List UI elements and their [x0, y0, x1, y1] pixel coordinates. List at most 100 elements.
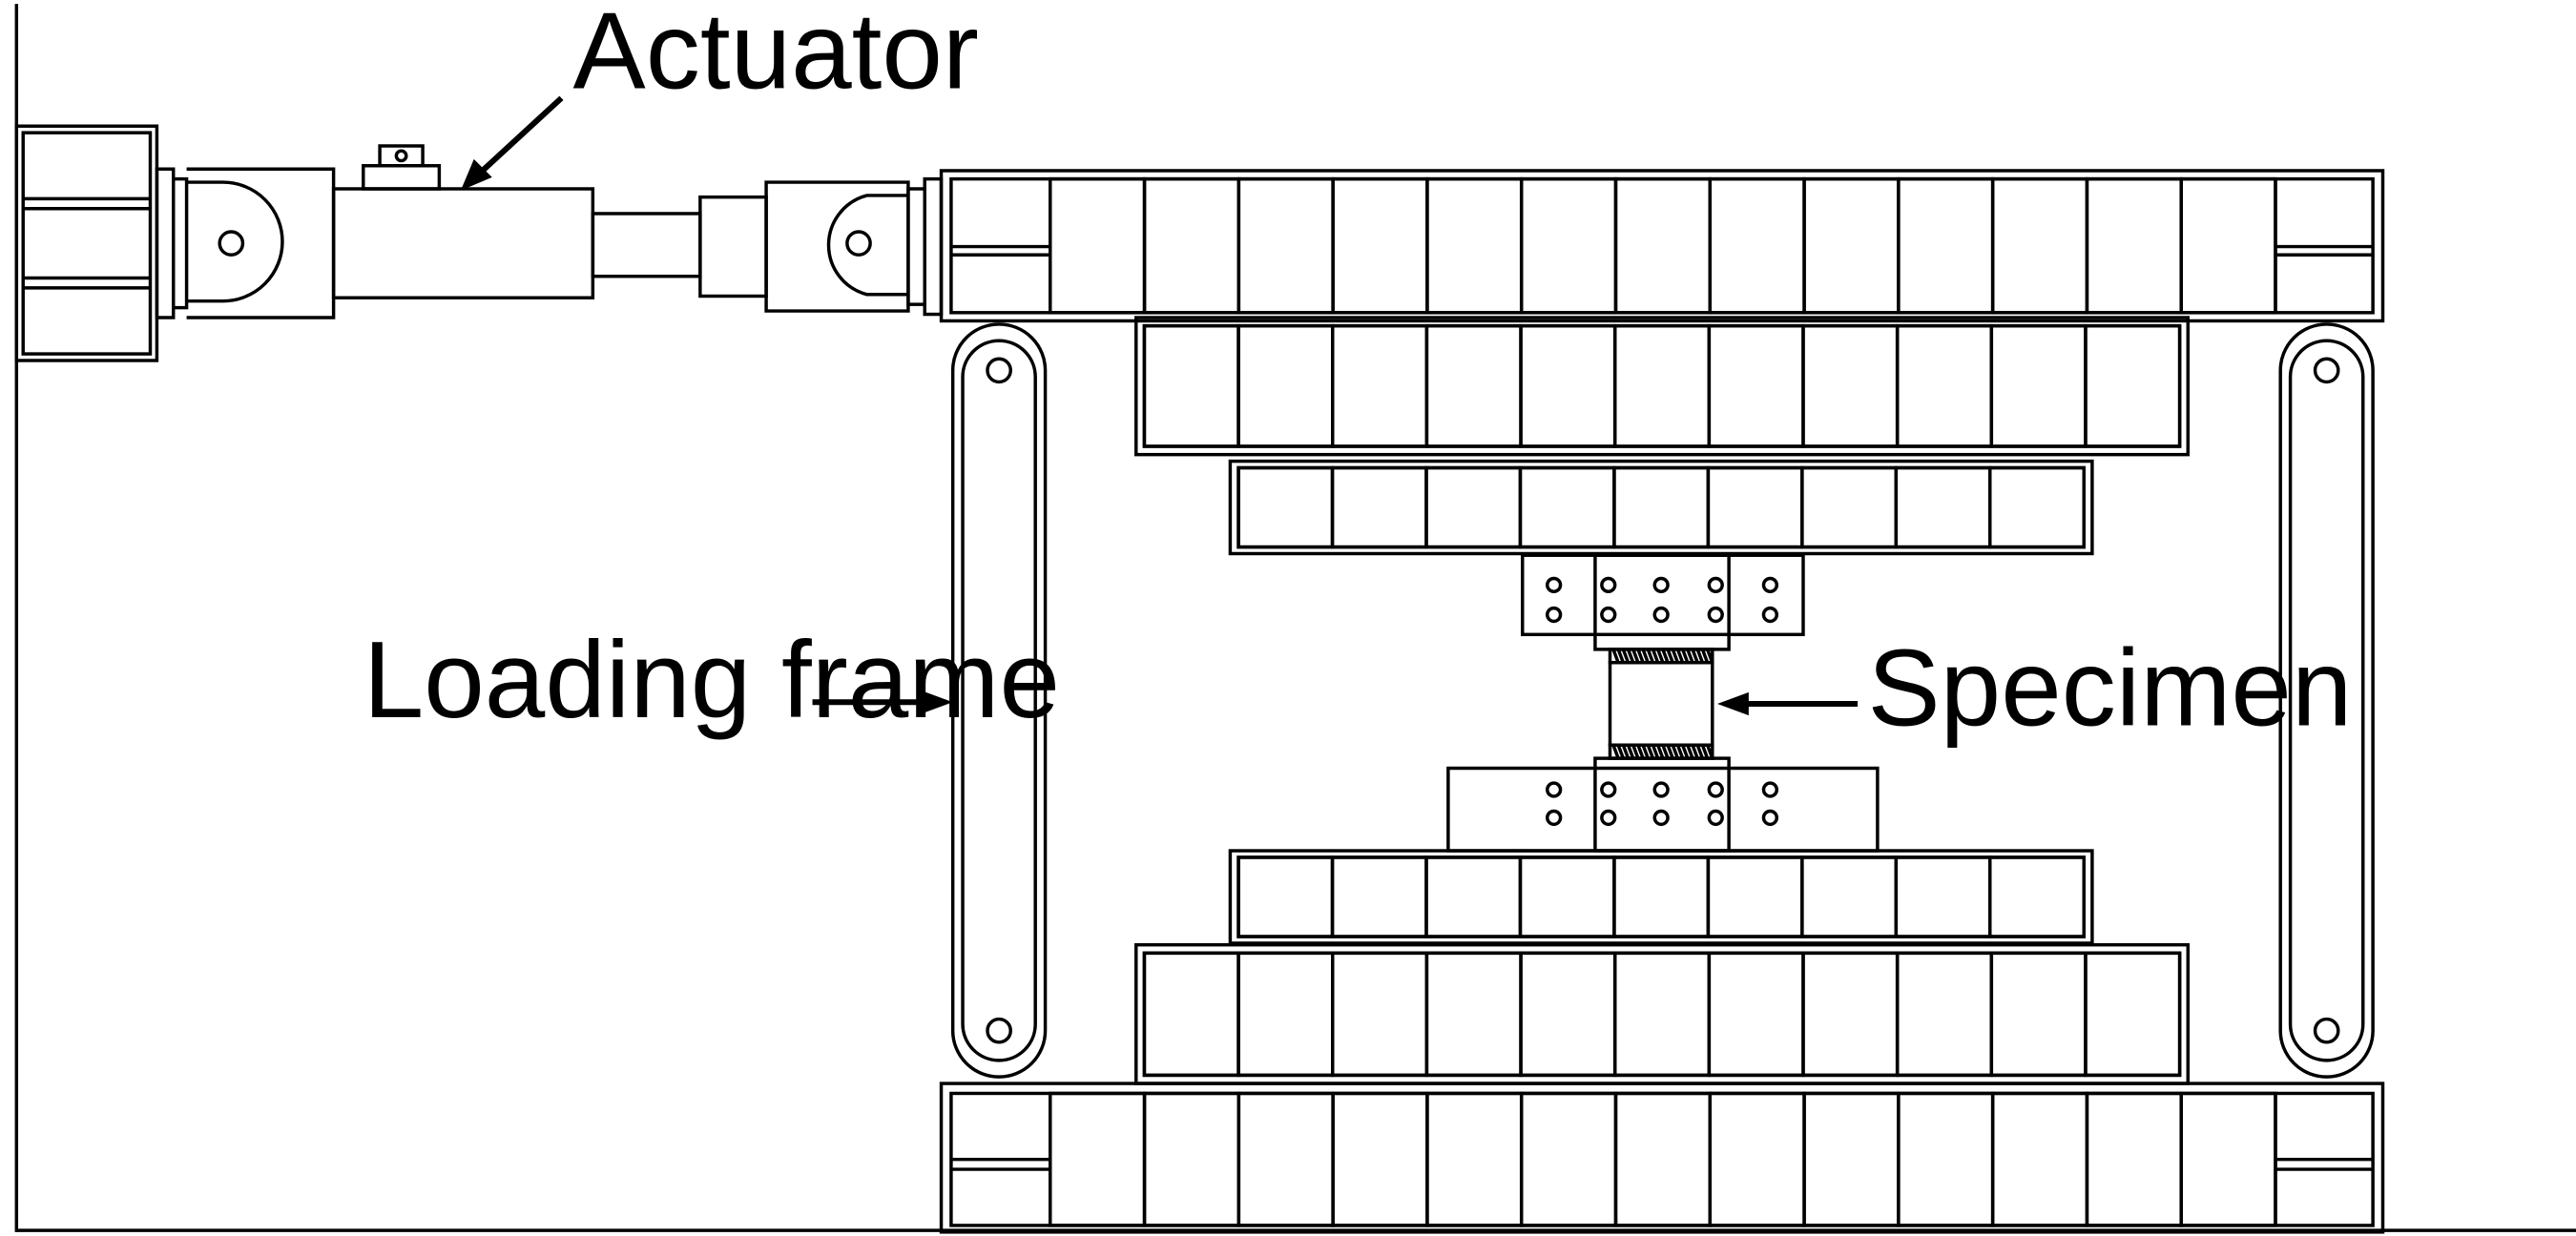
block-stiffener-cell	[1707, 323, 1805, 448]
block-stiffener-cell	[1330, 465, 1428, 549]
block-stiffener-cell	[1142, 951, 1240, 1078]
beam-stiffener-cell	[1802, 176, 1901, 315]
block-stiffener-cell	[1989, 323, 2088, 448]
block-stiffener-cell	[1894, 465, 1992, 549]
knurl-line	[1695, 649, 1705, 664]
bolt-hole	[1707, 809, 1724, 827]
block-stiffener-cell	[1424, 323, 1523, 448]
block-stiffener-cell	[1612, 323, 1712, 448]
knurl-line	[1621, 744, 1631, 759]
beam-stiffener-cell	[1708, 1091, 1806, 1227]
knurl-line	[1621, 649, 1631, 664]
block-stiffener-cell	[2084, 951, 2182, 1078]
beam-stiffener-cell	[1142, 176, 1241, 315]
lower-loading-block-1	[1228, 849, 2094, 945]
loading-frame-left-link	[950, 322, 1048, 1079]
beam-stiffener-cell	[2179, 1091, 2277, 1227]
top-beam	[939, 169, 2385, 323]
bolt-hole	[1600, 781, 1617, 798]
bolt-hole	[1761, 809, 1779, 827]
block-stiffener-cell	[1800, 465, 1899, 549]
actuator-label: Actuator	[573, 0, 979, 112]
block-stiffener-cell	[1519, 323, 1617, 448]
beam-stiffener-cell	[1331, 176, 1429, 315]
bolt-hole	[1546, 781, 1563, 798]
knurl-line	[1686, 649, 1694, 664]
beam-stiffener-cell	[2085, 176, 2183, 315]
block-stiffener-cell	[1895, 323, 1994, 448]
knurl-line	[1686, 744, 1694, 759]
beam-stiffener-cell	[1236, 1091, 1335, 1227]
knurl-line	[1681, 649, 1690, 664]
block-stiffener-cell	[1236, 323, 1335, 448]
upper-loading-block-2	[1228, 459, 2094, 556]
block-stiffener-cell	[1331, 323, 1429, 448]
knurl-line	[1631, 649, 1640, 664]
block-stiffener-cell	[1519, 951, 1617, 1078]
beam-stiffener-cell	[1990, 176, 2089, 315]
loading-frame-right-link	[2278, 322, 2375, 1079]
block-stiffener-cell	[1424, 855, 1523, 938]
knurl-line	[1671, 744, 1680, 759]
specimen-arrow	[1717, 691, 1859, 716]
pin-hole	[218, 230, 245, 257]
knurl-line	[1671, 649, 1680, 664]
block-stiffener-cell	[1612, 951, 1712, 1078]
beam-stiffener-cell	[1425, 1091, 1524, 1227]
block-stiffener-cell	[1707, 951, 1805, 1078]
loading-frame-label: Loading frame	[364, 620, 1060, 741]
knurl-line	[1675, 649, 1685, 664]
knurl-line	[1651, 649, 1660, 664]
knurl-line	[1691, 744, 1699, 759]
block-stiffener-cell	[1236, 465, 1335, 549]
knurl-line	[1636, 744, 1645, 759]
bolt-hole	[1707, 576, 1724, 594]
specimen	[1608, 648, 1714, 760]
block-stiffener-cell	[1989, 951, 2088, 1078]
block-stiffener-cell	[1801, 323, 1900, 448]
beam-stiffener-cell	[1236, 176, 1335, 315]
knurl-line	[1611, 649, 1620, 664]
beam-stiffener-cell	[1049, 176, 1147, 315]
block-stiffener-cell	[1331, 951, 1429, 1078]
bolt-hole	[1707, 606, 1724, 624]
knurl-line	[1656, 649, 1665, 664]
beam-stiffener-cell	[1990, 1091, 2089, 1227]
bolt-hole	[1546, 606, 1563, 624]
beam-stiffener-cell	[2179, 176, 2277, 315]
bolt-hole	[1652, 576, 1670, 594]
block-stiffener-cell	[1988, 465, 2086, 549]
knurl-line	[1705, 649, 1714, 664]
knurl-line	[1695, 744, 1705, 759]
knurl-line	[1641, 649, 1650, 664]
knurl-line	[1661, 744, 1670, 759]
knurl-line	[1616, 744, 1625, 759]
knurl-line	[1631, 744, 1640, 759]
knurl-line	[1666, 649, 1674, 664]
bolt-hole	[1652, 781, 1670, 798]
knurl-line	[1651, 744, 1660, 759]
lower-loading-block-2	[1134, 942, 2190, 1085]
actuator-arrow	[460, 95, 564, 191]
knurl-line	[1691, 649, 1699, 664]
block-stiffener-cell	[1236, 855, 1335, 938]
knurl-line	[1666, 744, 1674, 759]
bolt-hole	[1546, 809, 1563, 827]
block-stiffener-cell	[1706, 855, 1804, 938]
beam-stiffener-cell	[1049, 1091, 1147, 1227]
beam-stiffener-cell	[1897, 1091, 1995, 1227]
block-stiffener-cell	[1518, 465, 1616, 549]
beam-stiffener-cell	[1802, 1091, 1901, 1227]
block-stiffener-cell	[1800, 855, 1899, 938]
upper-connection-plate	[1521, 553, 1805, 651]
upper-loading-block-1	[1134, 316, 2190, 457]
loading-frame-arrow	[812, 690, 953, 714]
knurl-line	[1700, 744, 1710, 759]
actuator	[155, 144, 944, 319]
bolt-hole	[1707, 781, 1724, 798]
block-stiffener-cell	[1706, 465, 1804, 549]
bolt-hole	[1600, 576, 1617, 594]
block-stiffener-cell	[1801, 951, 1900, 1078]
block-stiffener-cell	[1424, 465, 1523, 549]
